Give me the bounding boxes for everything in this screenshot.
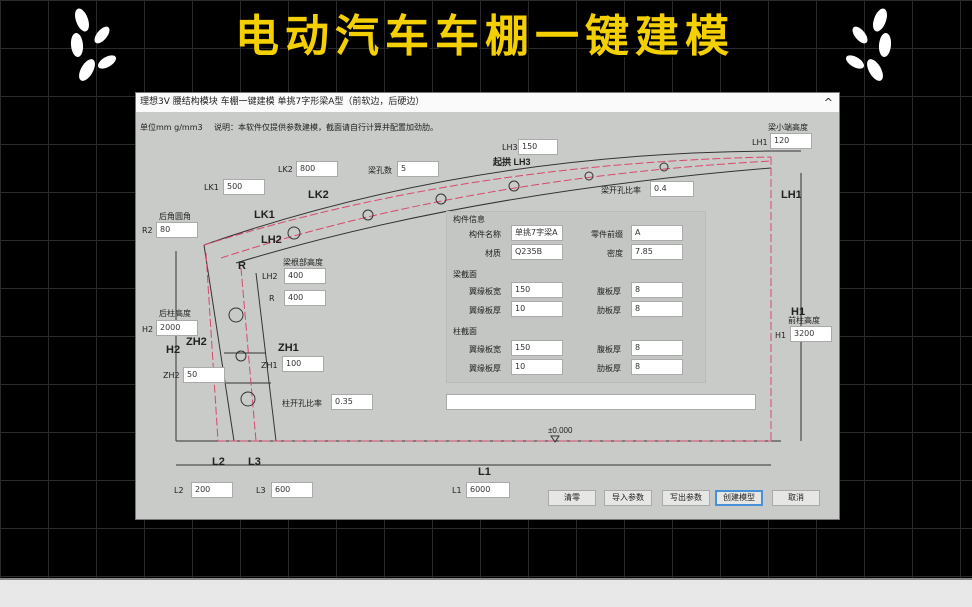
svg-text:LK2: LK2 — [308, 189, 329, 201]
column-web-input[interactable]: 8 — [631, 340, 683, 356]
column-hole-ratio-input[interactable]: 0.35 — [331, 394, 373, 410]
import-params-button[interactable]: 导入参数 — [604, 490, 652, 506]
drawing-canvas: 起拱 LH3 LK1 LK2 LH2 R ZH2 ZH1 H2 H1 LH1 L… — [166, 150, 805, 478]
lh3-input[interactable]: 150 — [518, 139, 558, 155]
unit-label: 单位mm g/mm3 — [140, 123, 203, 132]
zh2-input[interactable]: 50 — [183, 367, 225, 383]
svg-text:R: R — [238, 260, 246, 272]
laurel-right-icon — [845, 8, 892, 81]
collapse-icon[interactable]: ^ — [823, 96, 833, 109]
arch-label: 起拱 LH3 — [492, 156, 531, 167]
bottom-bar — [0, 578, 972, 607]
zh1-input[interactable]: 100 — [282, 356, 324, 372]
svg-text:LH1: LH1 — [781, 189, 802, 201]
column-rib-input[interactable]: 8 — [631, 359, 683, 375]
svg-text:LK1: LK1 — [254, 209, 275, 221]
component-info-group: 构件信息 构件名称 单挑7字梁A 零件前缀 A 材质 Q235B 密度 7.85… — [446, 211, 706, 383]
column-flange-width-input[interactable]: 150 — [511, 340, 563, 356]
column-flange-thickness-input[interactable]: 10 — [511, 359, 563, 375]
beam-flange-width-input[interactable]: 150 — [511, 282, 563, 298]
message-box[interactable] — [446, 394, 756, 410]
r-input[interactable]: 400 — [284, 290, 326, 306]
beam-top-edge — [203, 150, 772, 246]
note-label: 说明：本软件仅提供参数建模，截面请自行计算并配置加劲肋。 — [214, 123, 438, 132]
cancel-button[interactable]: 取消 — [772, 490, 820, 506]
create-model-button[interactable]: 创建模型 — [715, 490, 763, 506]
svg-text:ZH1: ZH1 — [278, 342, 299, 354]
l2-input[interactable]: 200 — [191, 482, 233, 498]
lk1-input[interactable]: 500 — [223, 179, 265, 195]
material-input[interactable]: Q235B — [511, 244, 563, 260]
svg-text:H1: H1 — [791, 306, 805, 318]
h1-input[interactable]: 3200 — [790, 326, 832, 342]
laurel-left-icon — [70, 8, 117, 81]
svg-text:L3: L3 — [248, 456, 261, 468]
svg-text:H2: H2 — [166, 344, 180, 356]
svg-text:ZH2: ZH2 — [186, 336, 207, 348]
r2-input[interactable]: 80 — [156, 222, 198, 238]
density-input[interactable]: 7.85 — [631, 244, 683, 260]
modeling-dialog: 理想3V 腰结构模块 车棚一键建模 单挑7字形梁A型（前软边，后硬边） ^ 起拱 … — [135, 92, 840, 520]
svg-text:LH2: LH2 — [261, 234, 282, 246]
part-prefix-input[interactable]: A — [631, 225, 683, 241]
column-outer-edge — [203, 244, 235, 442]
beam-rib-input[interactable]: 8 — [631, 301, 683, 317]
component-name-input[interactable]: 单挑7字梁A — [511, 225, 563, 241]
l1-input[interactable]: 6000 — [466, 482, 510, 498]
lh2-input[interactable]: 400 — [284, 268, 326, 284]
column-inner-edge — [255, 272, 277, 442]
export-params-button[interactable]: 写出参数 — [662, 490, 710, 506]
beam-holes-input[interactable]: 5 — [397, 161, 439, 177]
dialog-title: 理想3V 腰结构模块 车棚一键建模 单挑7字形梁A型（前软边，后硬边） — [140, 97, 425, 107]
lh1-input[interactable]: 120 — [770, 133, 812, 149]
lk2-input[interactable]: 800 — [296, 161, 338, 177]
banner-title: 电动汽车车棚一键建模 — [235, 11, 735, 62]
title-bar: 理想3V 腰结构模块 车棚一键建模 单挑7字形梁A型（前软边，后硬边） ^ — [136, 93, 839, 112]
elevation-label: ±0.000 — [548, 426, 573, 435]
beam-web-input[interactable]: 8 — [631, 282, 683, 298]
beam-bottom-edge — [235, 167, 772, 264]
svg-text:L1: L1 — [478, 466, 491, 478]
svg-text:L2: L2 — [212, 456, 225, 468]
beam-flange-thickness-input[interactable]: 10 — [511, 301, 563, 317]
beam-hole-ratio-input[interactable]: 0.4 — [650, 181, 694, 197]
clear-button[interactable]: 清零 — [548, 490, 596, 506]
h2-input[interactable]: 2000 — [156, 320, 198, 336]
l3-input[interactable]: 600 — [271, 482, 313, 498]
